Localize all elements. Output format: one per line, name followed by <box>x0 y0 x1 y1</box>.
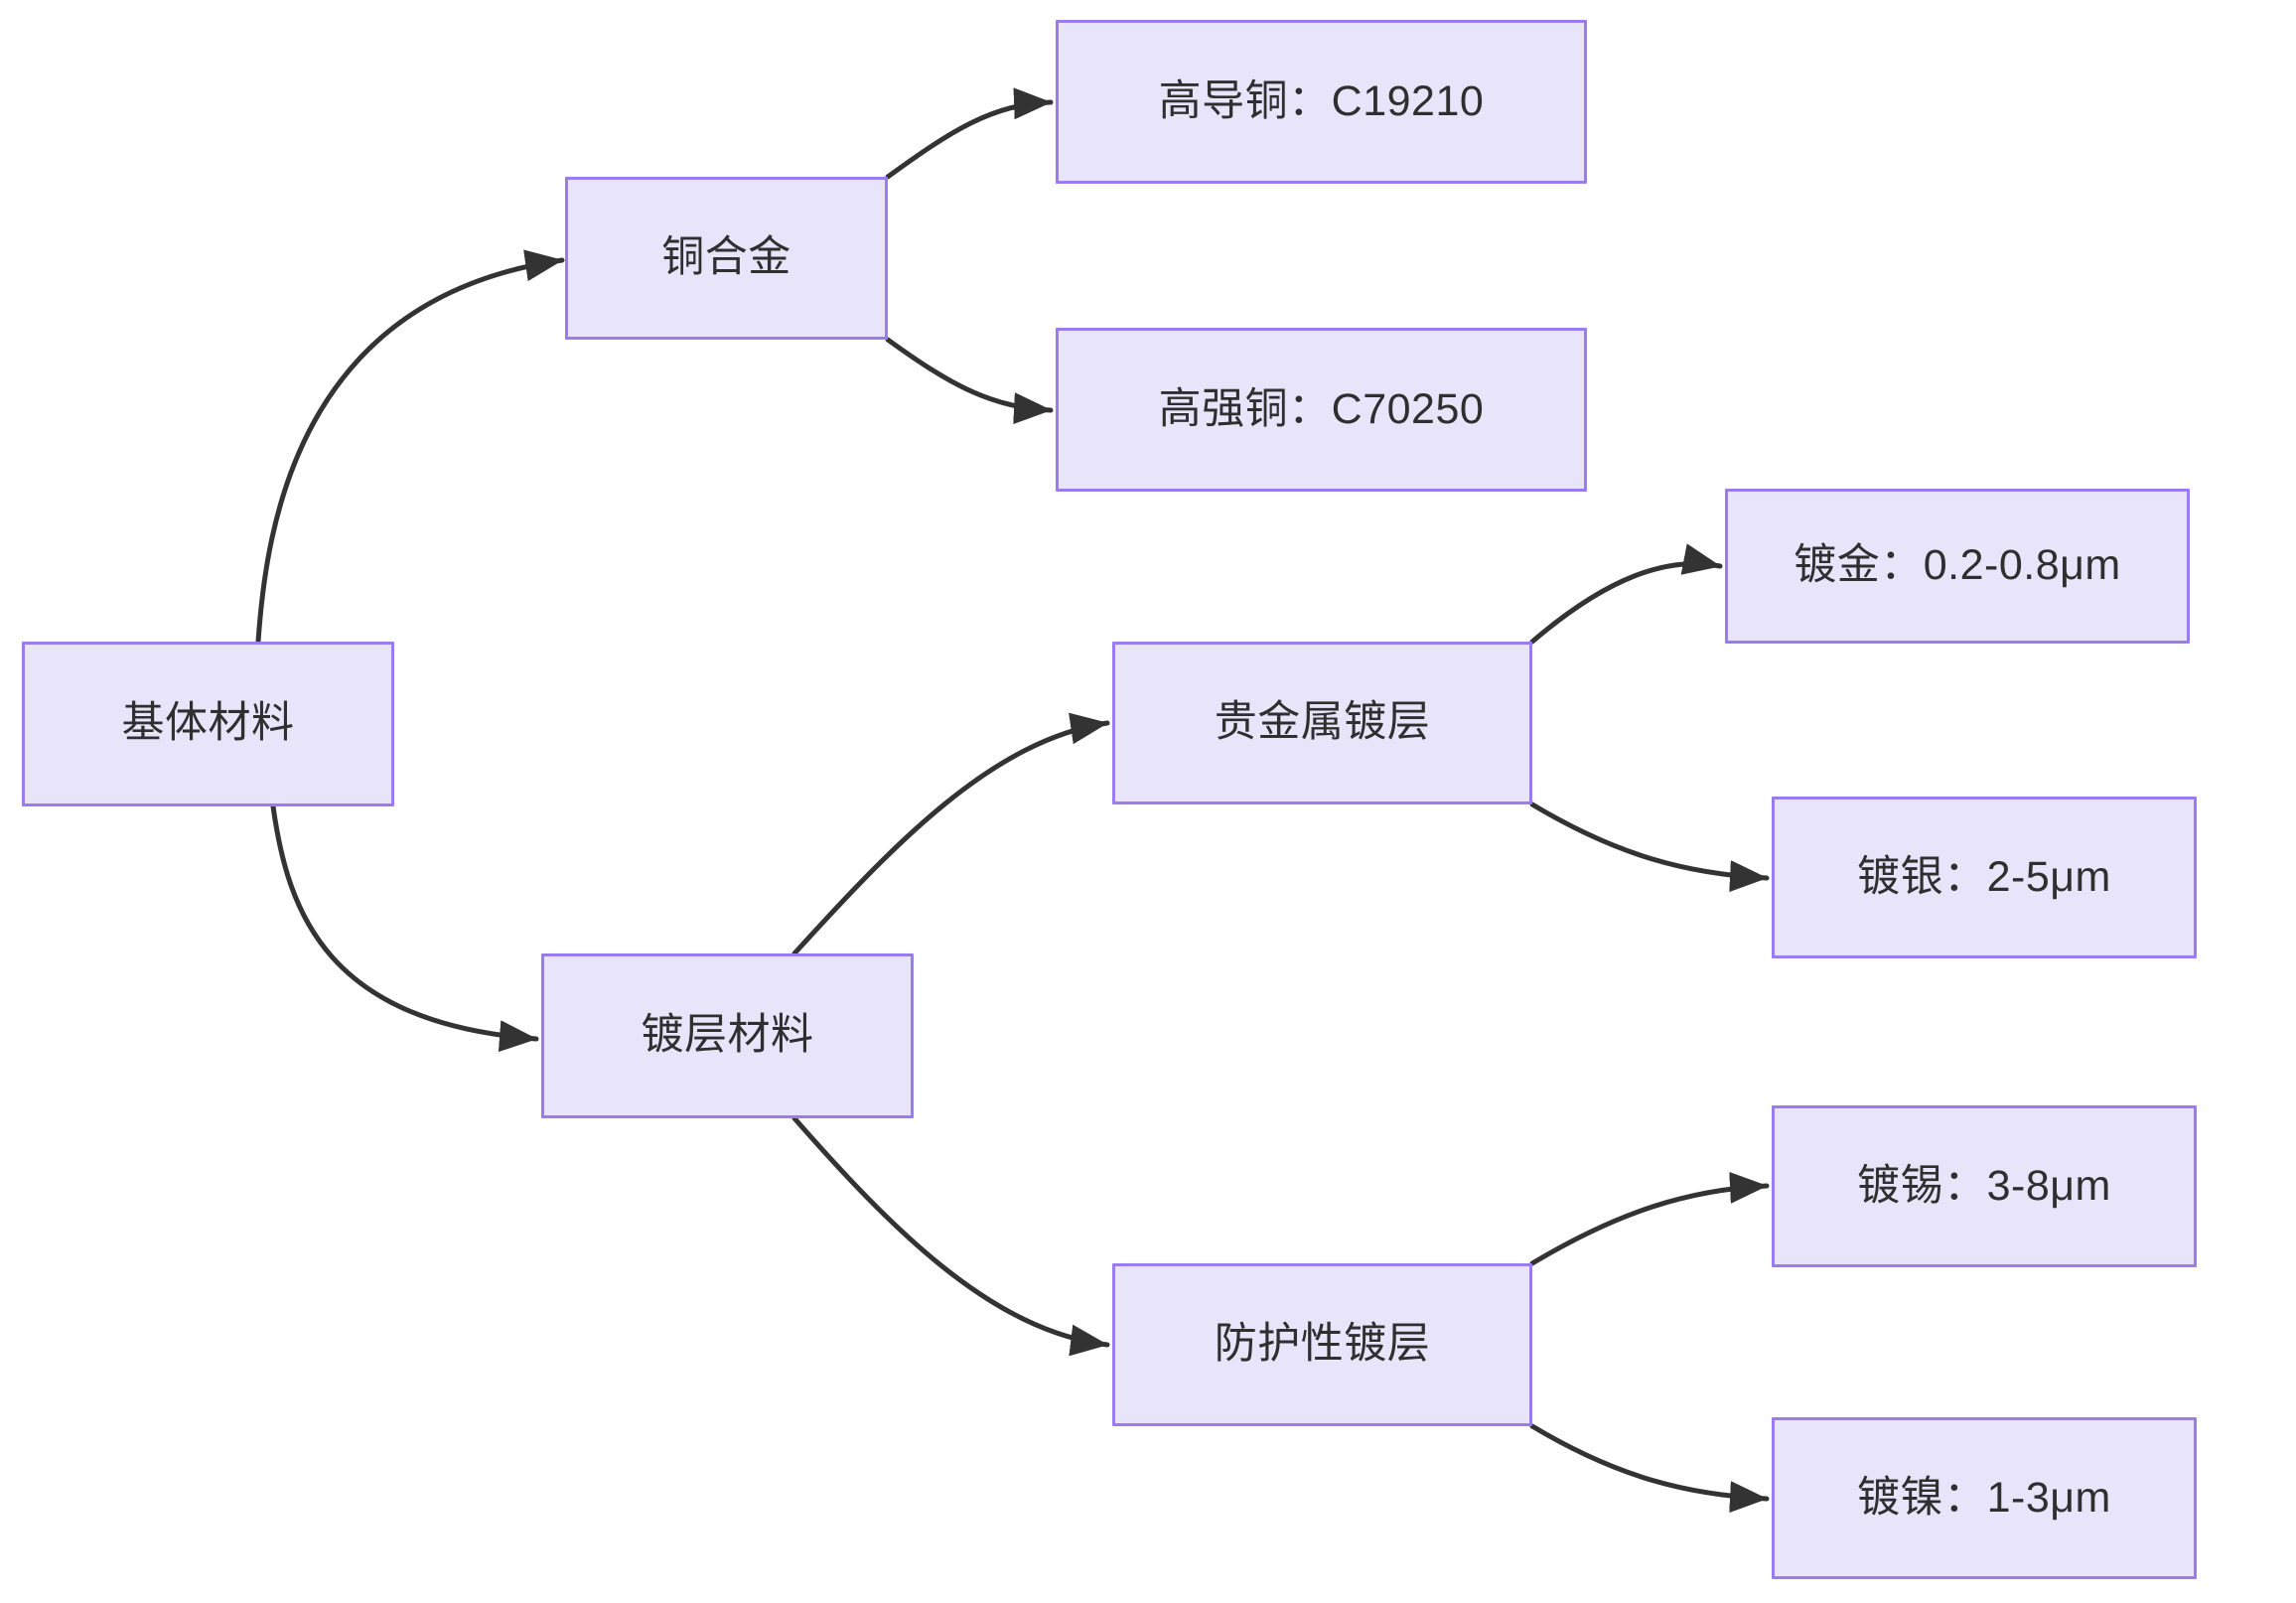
node-label: 高强铜：C70250 <box>1158 384 1485 433</box>
edge-noble-to-silver <box>1529 802 1770 893</box>
node-silver[interactable]: 镀银：2-5μm <box>1772 797 2197 958</box>
edge-plating-to-protective <box>791 1115 1110 1357</box>
node-label: 镀锡：3-8μm <box>1857 1161 2111 1210</box>
node-label: 镀金：0.2-0.8μm <box>1794 541 2121 590</box>
node-plating[interactable]: 镀层材料 <box>541 953 914 1118</box>
edge-protective-to-nickel <box>1529 1423 1770 1514</box>
node-noble[interactable]: 贵金属镀层 <box>1112 642 1532 804</box>
edge-root-to-plating <box>270 803 539 1053</box>
edge-noble-to-gold <box>1529 543 1723 645</box>
edge-plating-to-noble <box>791 712 1110 956</box>
edge-root-to-copper <box>255 249 565 645</box>
node-label: 基体材料 <box>121 699 295 748</box>
edge-copper-to-copper-hs <box>885 337 1054 425</box>
edge-copper-to-copper-hc <box>885 87 1054 180</box>
node-label: 高导铜：C19210 <box>1158 76 1485 125</box>
node-label: 防护性镀层 <box>1214 1320 1431 1369</box>
node-tin[interactable]: 镀锡：3-8μm <box>1772 1105 2197 1267</box>
node-gold[interactable]: 镀金：0.2-0.8μm <box>1725 489 2190 644</box>
node-label: 贵金属镀层 <box>1214 698 1431 747</box>
node-protective[interactable]: 防护性镀层 <box>1112 1263 1532 1426</box>
node-label: 镀银：2-5μm <box>1857 852 2111 901</box>
node-copper[interactable]: 铜合金 <box>565 177 888 340</box>
node-copper-hs[interactable]: 高强铜：C70250 <box>1056 328 1587 492</box>
node-copper-hc[interactable]: 高导铜：C19210 <box>1056 20 1587 184</box>
edge-protective-to-tin <box>1529 1171 1770 1266</box>
node-label: 镀镍：1-3μm <box>1857 1473 2111 1522</box>
node-label: 镀层材料 <box>641 1011 814 1060</box>
node-nickel[interactable]: 镀镍：1-3μm <box>1772 1417 2197 1579</box>
node-label: 铜合金 <box>661 233 791 282</box>
node-root[interactable]: 基体材料 <box>22 642 394 806</box>
